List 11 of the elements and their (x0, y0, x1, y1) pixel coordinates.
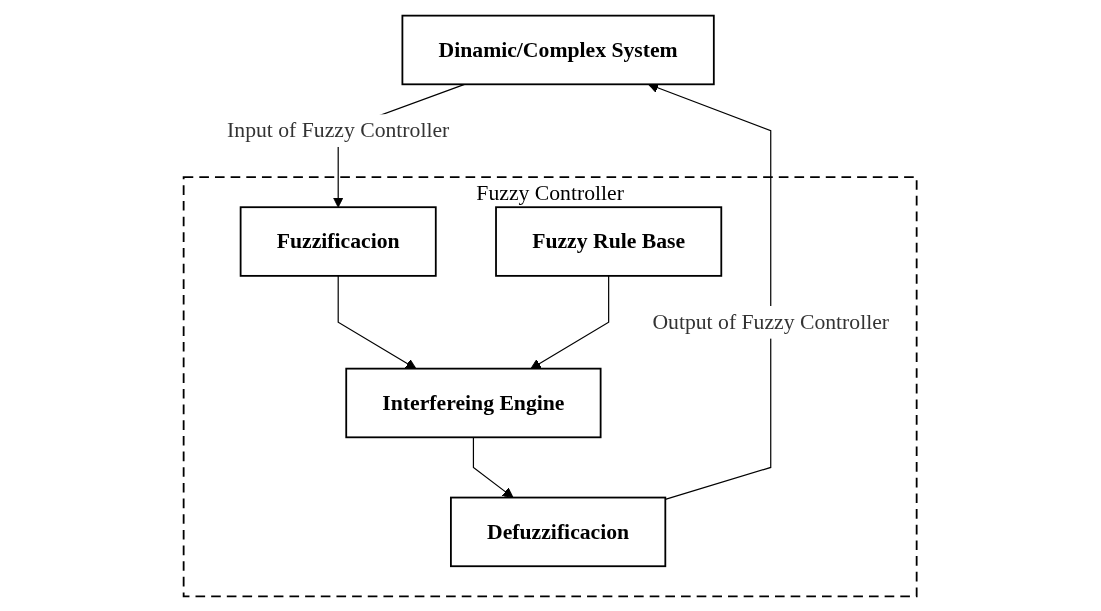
node-box: Fuzzificacion (240, 205, 438, 277)
edge-label: Input of Fuzzy Controller (227, 117, 450, 142)
node-box: Interfereing Engine (345, 367, 602, 438)
node-box: Fuzzy Rule Base (495, 205, 723, 277)
arrow (530, 274, 610, 369)
arrow (648, 82, 772, 500)
arrow (337, 274, 417, 369)
node-box: Dinamic/Complex System (401, 14, 716, 85)
node-box: Defuzzificacion (450, 496, 667, 567)
edge-label: Output of Fuzzy Controller (652, 309, 890, 334)
arrow (473, 436, 514, 498)
